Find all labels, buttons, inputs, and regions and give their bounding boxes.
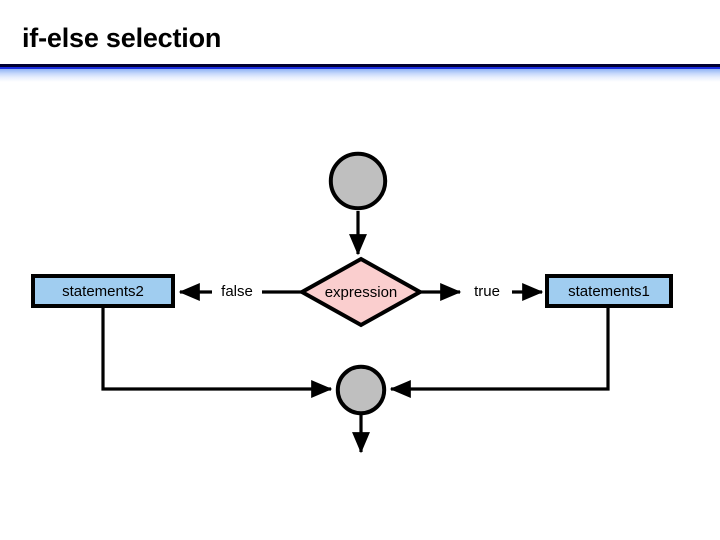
edge-label-true: true (474, 283, 500, 300)
node-label-statements1: statements1 (568, 283, 650, 300)
title-divider-blue-band (0, 67, 720, 69)
edge-statements1-to-merge (389, 308, 610, 398)
node-merge-circle (335, 364, 387, 416)
node-statements2-box (31, 274, 175, 308)
edge-label-false: false (221, 283, 253, 300)
title-divider-dark-band (0, 64, 720, 67)
node-label-expression: expression (324, 284, 398, 301)
edge-statements2-to-merge (101, 308, 333, 398)
node-statements1-box (545, 274, 673, 308)
title-divider-gradient-fade (0, 69, 720, 82)
node-start-circle (328, 151, 388, 211)
title-divider (0, 64, 720, 82)
page-title: if-else selection (22, 23, 222, 53)
node-label-statements2: statements2 (62, 283, 144, 300)
node-expression-diamond (297, 256, 425, 328)
